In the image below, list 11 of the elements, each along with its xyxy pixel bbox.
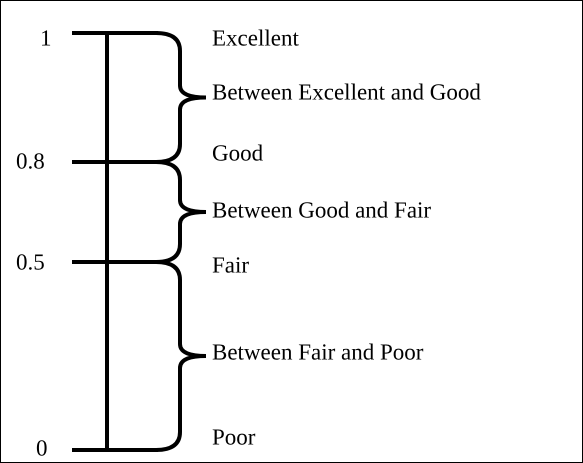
rating-label: Between Good and Fair xyxy=(212,198,432,222)
rating-label: Good xyxy=(212,142,264,164)
scale-value: 0.8 xyxy=(16,150,45,172)
rating-label: Between Fair and Poor xyxy=(212,340,424,364)
scale-value: 0 xyxy=(36,436,48,460)
rating-label: Excellent xyxy=(212,26,299,50)
scale-value: 0.5 xyxy=(16,250,45,274)
rating-label: Fair xyxy=(212,254,250,276)
rating-label: Between Excellent and Good xyxy=(212,80,481,104)
scale-value: 1 xyxy=(40,26,52,50)
rating-label: Poor xyxy=(212,426,256,448)
